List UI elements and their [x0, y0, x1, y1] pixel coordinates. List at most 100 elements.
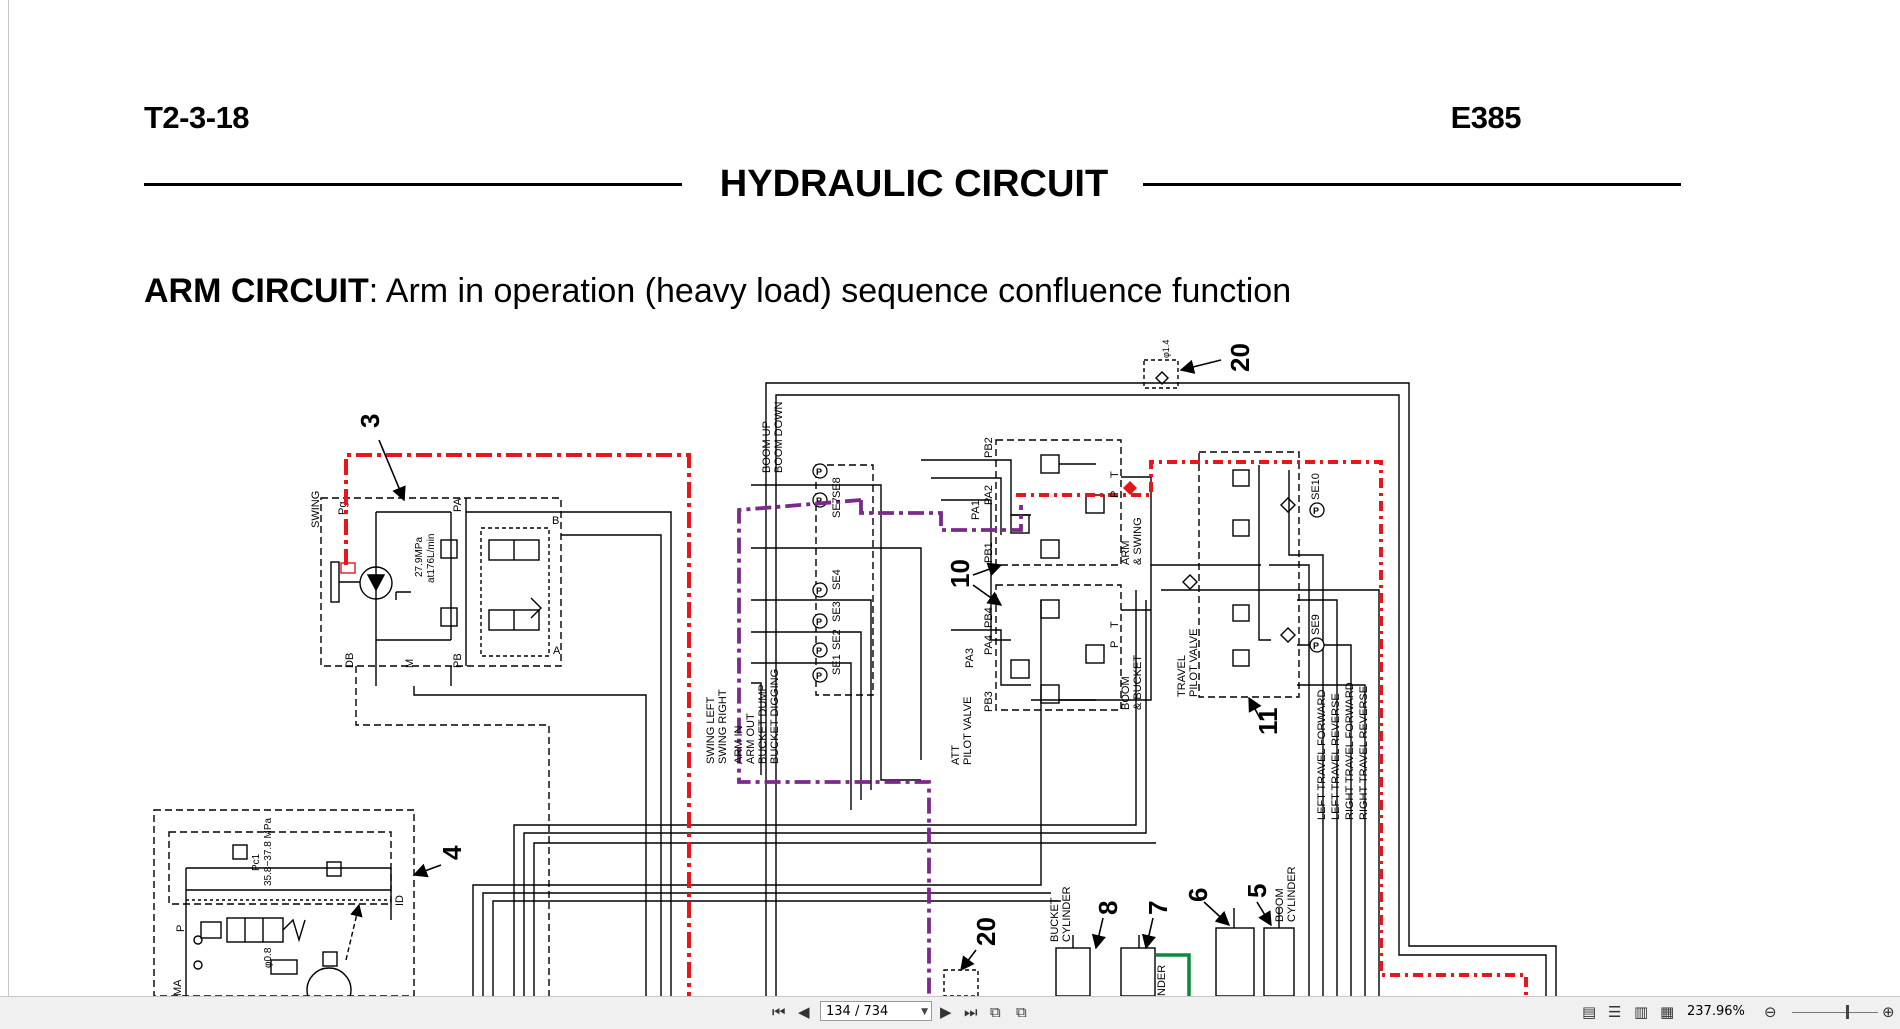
two-page-view-icon[interactable]: ▥ — [1634, 1003, 1649, 1021]
label-pump-ma: MA — [172, 979, 184, 996]
label-port-p-upper: P — [1109, 491, 1121, 498]
label-port-t-upper: T — [1109, 471, 1121, 478]
swing-motor-block — [320, 497, 562, 686]
columns-view-icon[interactable]: ▦ — [1660, 1003, 1675, 1021]
last-page-icon[interactable]: ⏭ — [964, 1003, 978, 1021]
model-number: E385 — [1450, 100, 1522, 135]
chevron-down-icon: ▼ — [921, 1007, 928, 1017]
callout-5: 5 — [1242, 884, 1272, 898]
label-travel-pilot-2: PILOT VALVE — [1188, 629, 1200, 697]
label-att-pilot-2: PILOT VALVE — [962, 697, 974, 765]
label-boom-bucket-2: & BUCKET — [1132, 655, 1144, 710]
label-port-t-lower: T — [1109, 621, 1121, 628]
page-code: T2-3-18 — [144, 100, 250, 135]
callout-10: 10 — [945, 559, 975, 588]
zoom-slider[interactable] — [1792, 1012, 1878, 1013]
svg-text:P: P — [1313, 506, 1319, 516]
callout-7: 7 — [1143, 901, 1173, 915]
subtitle-rest: : Arm in operation (heavy load) sequence… — [368, 272, 1292, 310]
label-left-travel-reverse: LEFT TRAVEL REVERSE — [1330, 693, 1342, 820]
label-pump-spec: 35.8~37.8 MPa — [263, 817, 274, 886]
label-port-a: A — [553, 645, 561, 657]
label-pump-p: P — [175, 925, 187, 932]
label-pump-orifice: φ0.8 — [263, 947, 274, 968]
label-arm-swing-1: ARM — [1120, 541, 1132, 565]
callout-4: 4 — [437, 845, 467, 860]
label-swing-left: SWING LEFT — [705, 696, 717, 764]
svg-text:P: P — [816, 671, 822, 681]
arm-in-line — [737, 498, 1023, 996]
callout-11: 11 — [1253, 708, 1283, 736]
page-title: HYDRAULIC CIRCUIT — [719, 163, 1109, 205]
label-se9: SE9 — [1310, 614, 1322, 635]
label-pb2: PB2 — [983, 437, 995, 458]
label-arm-in: ARM IN — [733, 725, 745, 764]
zoom-in-icon[interactable]: ⊕ — [1882, 1003, 1895, 1021]
single-page-view-icon[interactable]: ▤ — [1582, 1003, 1597, 1021]
prev-page-icon[interactable]: ◀ — [798, 1003, 810, 1021]
label-port-m: M — [404, 659, 416, 668]
viewer-toolbar: ⏮ ◀ 134 / 734▼ ▶ ⏭ ⧉ ⧉ ▤ ☰ ▥ ▦ 237.96% ⊖… — [0, 996, 1900, 1029]
zoom-level[interactable]: 237.96% — [1687, 1004, 1745, 1019]
title-rule-right — [1143, 183, 1681, 186]
label-boom-cylinder-1: BOOM — [1274, 888, 1286, 922]
label-pa1: PA1 — [970, 500, 982, 520]
arm-cylinder-line — [1156, 953, 1191, 996]
zoom-slider-thumb[interactable] — [1846, 1005, 1849, 1019]
label-se10: SE10 — [1310, 473, 1322, 500]
document-viewer[interactable]: T2-3-18 E385 HYDRAULIC CIRCUIT ARM CIRCU… — [0, 0, 1900, 996]
label-bucket-cylinder-1: BUCKET — [1049, 897, 1061, 942]
label-left-travel-forward: LEFT TRAVEL FORWARD — [1316, 690, 1328, 820]
hydraulic-schematic: SWING 27.9MPa at176L/min DB M PB PA A B … — [153, 340, 1557, 996]
label-boom-down: BOOM DOWN — [773, 401, 785, 473]
label-right-travel-reverse: RIGHT TRAVEL REVERSE — [1358, 686, 1370, 820]
callout-leaders — [378, 359, 1272, 972]
label-bucket-dump: BUCKET DUMP — [757, 684, 769, 764]
svg-text:P: P — [816, 586, 822, 596]
label-pa2: PA2 — [983, 485, 995, 505]
label-port-pa: PA — [452, 497, 464, 512]
page-subtitle: ARM CIRCUIT: Arm in operation (heavy loa… — [144, 272, 1291, 311]
next-page-icon[interactable]: ▶ — [940, 1003, 952, 1021]
pump-block — [153, 809, 415, 996]
svg-text:P: P — [816, 467, 822, 477]
pump-labels: P ID MA Pc1 35.8~37.8 MPa φ0.8 — [172, 817, 406, 996]
callout-20-bottom: 20 — [971, 917, 1001, 946]
zoom-out-icon[interactable]: ⊖ — [1764, 1003, 1777, 1021]
label-se8: SE8 — [831, 477, 843, 498]
label-boom-bucket-1: BOOM — [1120, 676, 1132, 710]
label-se1: SE1 — [831, 654, 843, 675]
label-swing-flow: at176L/min — [426, 534, 437, 583]
label-pb4: PB4 — [983, 607, 995, 628]
label-pump-id: ID — [394, 895, 406, 906]
manual-page: T2-3-18 E385 HYDRAULIC CIRCUIT ARM CIRCU… — [8, 0, 1900, 996]
label-pa4: PA4 — [983, 635, 995, 655]
svg-text:P: P — [816, 496, 822, 506]
pressure-sensors — [812, 463, 1325, 683]
continuous-view-icon[interactable]: ☰ — [1608, 1003, 1622, 1021]
first-page-icon[interactable]: ⏮ — [772, 1003, 786, 1021]
callout-3: 3 — [355, 414, 385, 428]
diagram-labels: BOOM UP BOOM DOWN SE8 SE7 SE4 SE3 SE2 SE… — [705, 340, 1370, 996]
copy-icon[interactable]: ⧉ — [990, 1003, 1001, 1021]
label-pb3: PB3 — [983, 691, 995, 712]
callout-8: 8 — [1093, 901, 1123, 915]
label-swing-spec: 27.9MPa — [414, 537, 425, 577]
svg-text:P: P — [816, 646, 822, 656]
label-right-travel-forward: RIGHT TRAVEL FORWARD — [1344, 682, 1356, 820]
label-port-db: DB — [344, 653, 356, 668]
copy-alt-icon[interactable]: ⧉ — [1016, 1003, 1027, 1021]
page-indicator[interactable]: 134 / 734▼ — [820, 1001, 932, 1021]
label-se7: SE7 — [831, 497, 843, 518]
label-check-orifice: φ1.4 — [1161, 340, 1171, 358]
label-port-b: B — [552, 515, 559, 527]
label-arm-swing-2: & SWING — [1132, 517, 1144, 565]
label-arm-out: ARM OUT — [745, 713, 757, 764]
label-bucket-digging: BUCKET DIGGING — [769, 669, 781, 764]
label-se4: SE4 — [831, 569, 843, 590]
sensor-p-letters: P P P P P P P P — [816, 467, 1319, 681]
main-piping — [355, 359, 1557, 996]
label-se2: SE2 — [831, 629, 843, 650]
label-port-pb: PB — [452, 653, 464, 668]
pilot-active-lines — [344, 453, 1528, 996]
